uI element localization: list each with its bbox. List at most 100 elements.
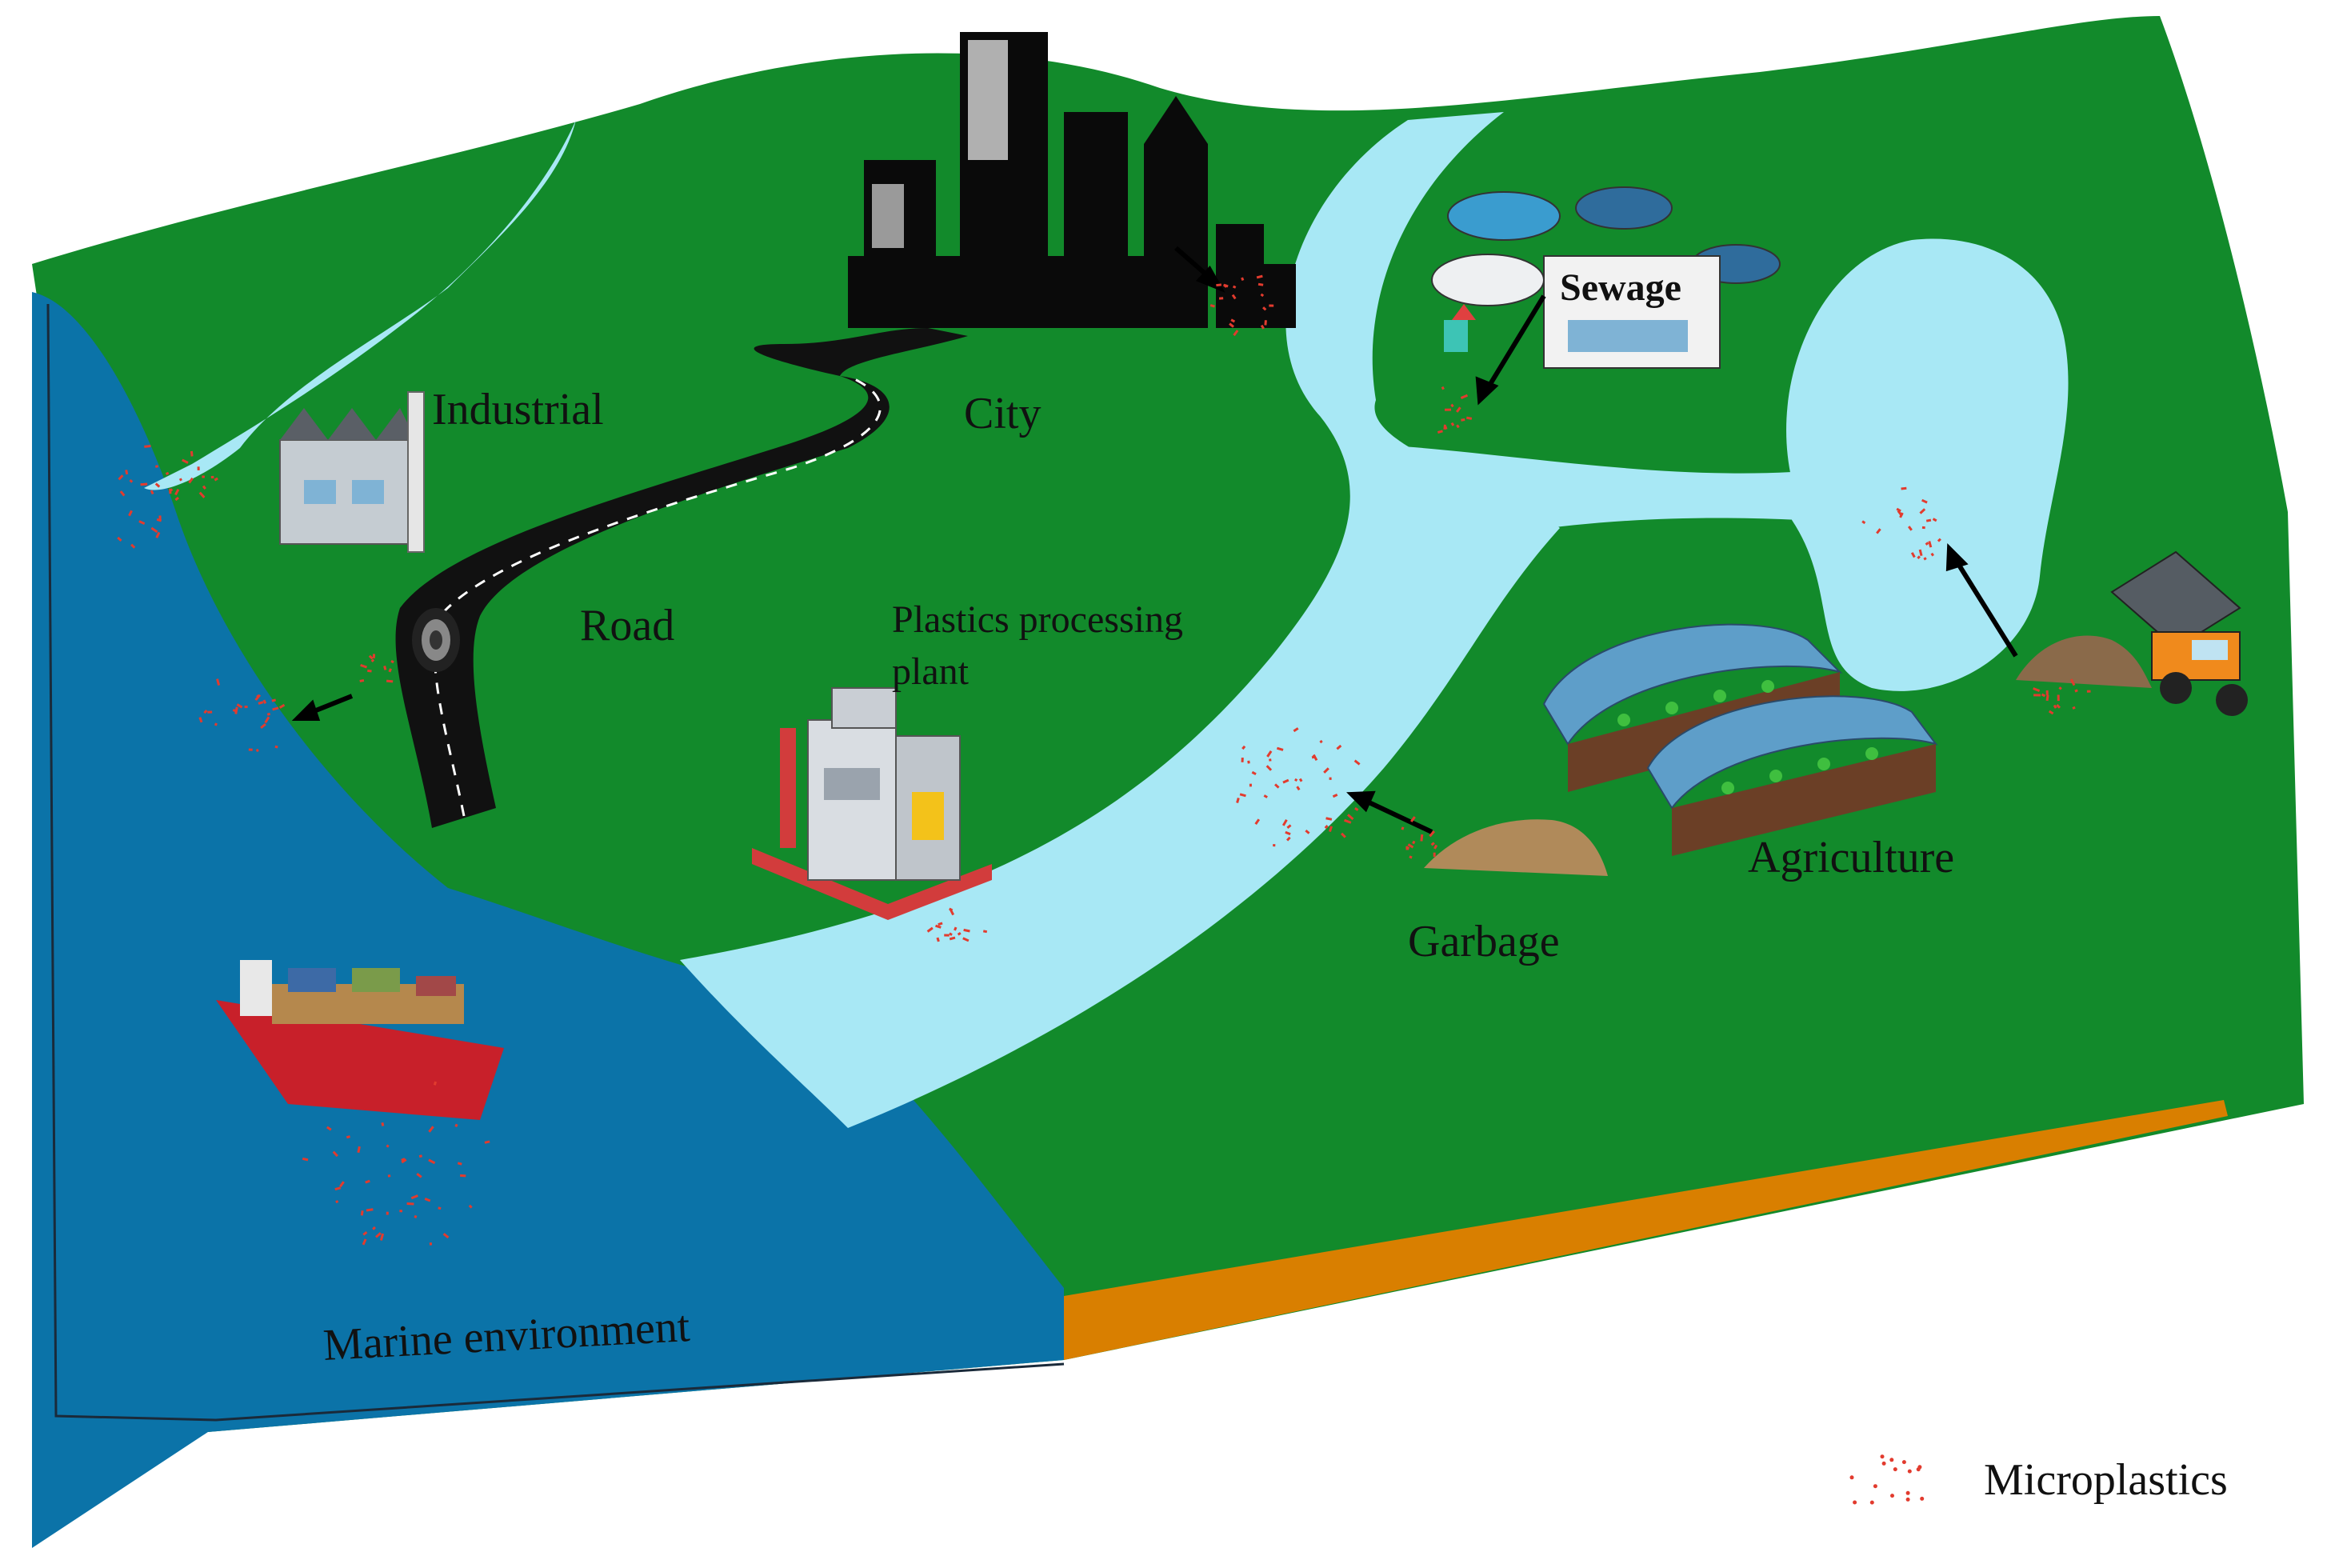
sea-border-line — [46, 303, 1065, 1422]
microplastic-particle — [1332, 794, 1338, 798]
microplastic-particle — [1269, 304, 1274, 307]
legend-particle — [1916, 1467, 1921, 1472]
microplastic-particle — [2033, 687, 2041, 692]
microplastic-particle — [414, 1214, 418, 1218]
microplastic-particle — [1294, 778, 1298, 782]
microplastic-particle — [1285, 836, 1291, 842]
microplastic-particle — [1406, 846, 1409, 850]
microplastic-particle — [1293, 727, 1299, 733]
microplastic-particle — [174, 496, 180, 502]
microplastic-particle — [1861, 520, 1866, 525]
microplastic-particle — [1236, 798, 1240, 803]
soil-pile — [2016, 635, 2152, 688]
microplastic-particle — [1249, 783, 1252, 787]
microplastic-particle — [2033, 694, 2041, 697]
label-plastics-plant-line2: plant — [892, 650, 970, 693]
microplastic-particle — [119, 490, 126, 497]
microplastic-particle — [388, 668, 392, 673]
microplastic-particle — [949, 907, 954, 912]
microplastic-particle — [949, 932, 953, 936]
microplastic-particle — [1450, 422, 1455, 426]
microplastic-particle — [416, 1173, 422, 1178]
microplastic-particle — [203, 709, 208, 714]
microplastic-particle — [1282, 778, 1289, 784]
legend-particle — [1893, 1467, 1897, 1472]
microplastic-particle — [1343, 818, 1352, 824]
microplastic-particle — [428, 1126, 434, 1133]
microplastic-particle — [140, 482, 148, 486]
microplastic-particle — [1231, 294, 1237, 300]
label-sewage: Sewage — [1560, 266, 1681, 309]
microplastic-particle — [198, 717, 203, 723]
microplastic-particle — [214, 477, 218, 482]
microplastic-particle — [454, 1123, 458, 1128]
microplastic-particle — [2045, 690, 2049, 696]
dump-truck-icon — [2110, 550, 2248, 716]
microplastic-particle — [174, 488, 180, 496]
microplastic-particle — [1324, 824, 1329, 830]
microplastic-particle — [2074, 689, 2078, 693]
microplastic-particle — [1347, 814, 1354, 821]
microplastic-particle — [1921, 526, 1925, 530]
microplastic-particle — [1901, 486, 1907, 490]
microplastic-particle — [399, 1210, 403, 1213]
microplastic-particle — [138, 520, 146, 525]
microplastic-particle — [1937, 538, 1941, 542]
microplastic-particle — [202, 485, 206, 490]
legend-particle — [1920, 1496, 1925, 1501]
microplastic-particle — [957, 931, 962, 936]
microplastic-particle — [372, 654, 376, 658]
microplastic-particle — [118, 474, 124, 481]
legend-particle — [1853, 1500, 1857, 1505]
microplastic-particle — [926, 926, 934, 933]
microplastic-particle — [383, 666, 387, 670]
microplastic-particle — [236, 703, 243, 709]
road-center-line — [433, 374, 882, 817]
label-garbage: Garbage — [1408, 917, 1560, 966]
microplastic-particle — [1430, 842, 1435, 846]
microplastic-particle — [258, 701, 264, 705]
legend-microplastics-label: Microplastics — [1984, 1455, 2228, 1505]
microplastic-particle — [254, 694, 262, 702]
soil-edge — [1064, 1100, 2228, 1360]
microplastic-particle — [424, 1198, 431, 1202]
microplastic-particle — [1273, 843, 1276, 847]
microplastic-particle — [1239, 793, 1246, 798]
microplastic-particle — [1251, 770, 1257, 776]
microplastic-particle — [190, 450, 194, 457]
microplastic-particle — [1412, 840, 1416, 845]
microplastic-particle — [2072, 706, 2076, 710]
main-river — [680, 112, 1560, 1128]
microplastic-particle — [1897, 510, 1903, 517]
microplastic-particle — [1465, 416, 1473, 420]
microplastic-particle — [438, 1206, 442, 1210]
microplastic-particle — [182, 458, 189, 464]
microplastic-particle — [326, 1126, 332, 1131]
microplastic-particle — [1323, 767, 1329, 774]
microplastic-particle — [248, 748, 253, 751]
microplastic-particle — [1296, 786, 1301, 791]
microplastic-particle — [1444, 426, 1448, 430]
microplastic-particle — [346, 1135, 350, 1139]
microplastic-particle — [428, 1158, 436, 1165]
microplastic-particle — [156, 518, 162, 522]
microplastic-particle — [386, 1211, 389, 1215]
microplastic-particle — [1925, 518, 1932, 522]
microplastic-particle — [272, 706, 279, 711]
microplastic-particle — [1456, 406, 1461, 413]
microplastic-particle — [1353, 759, 1361, 766]
skyscraper-glass — [872, 40, 1008, 248]
legend-particle — [1869, 1500, 1874, 1505]
microplastic-particle — [1269, 758, 1272, 762]
microplastic-particle — [1233, 330, 1239, 337]
microplastic-particle — [468, 1204, 473, 1209]
microplastic-particle — [365, 1179, 370, 1184]
microplastic-particle — [1925, 542, 1929, 546]
microplastic-particle — [169, 488, 174, 493]
microplastic-particle — [1260, 293, 1265, 298]
microplastic-particle — [302, 1157, 309, 1162]
microplastic-particle — [1450, 403, 1454, 408]
microplastic-particle — [1328, 826, 1333, 833]
microplastic-particle — [1907, 526, 1913, 531]
